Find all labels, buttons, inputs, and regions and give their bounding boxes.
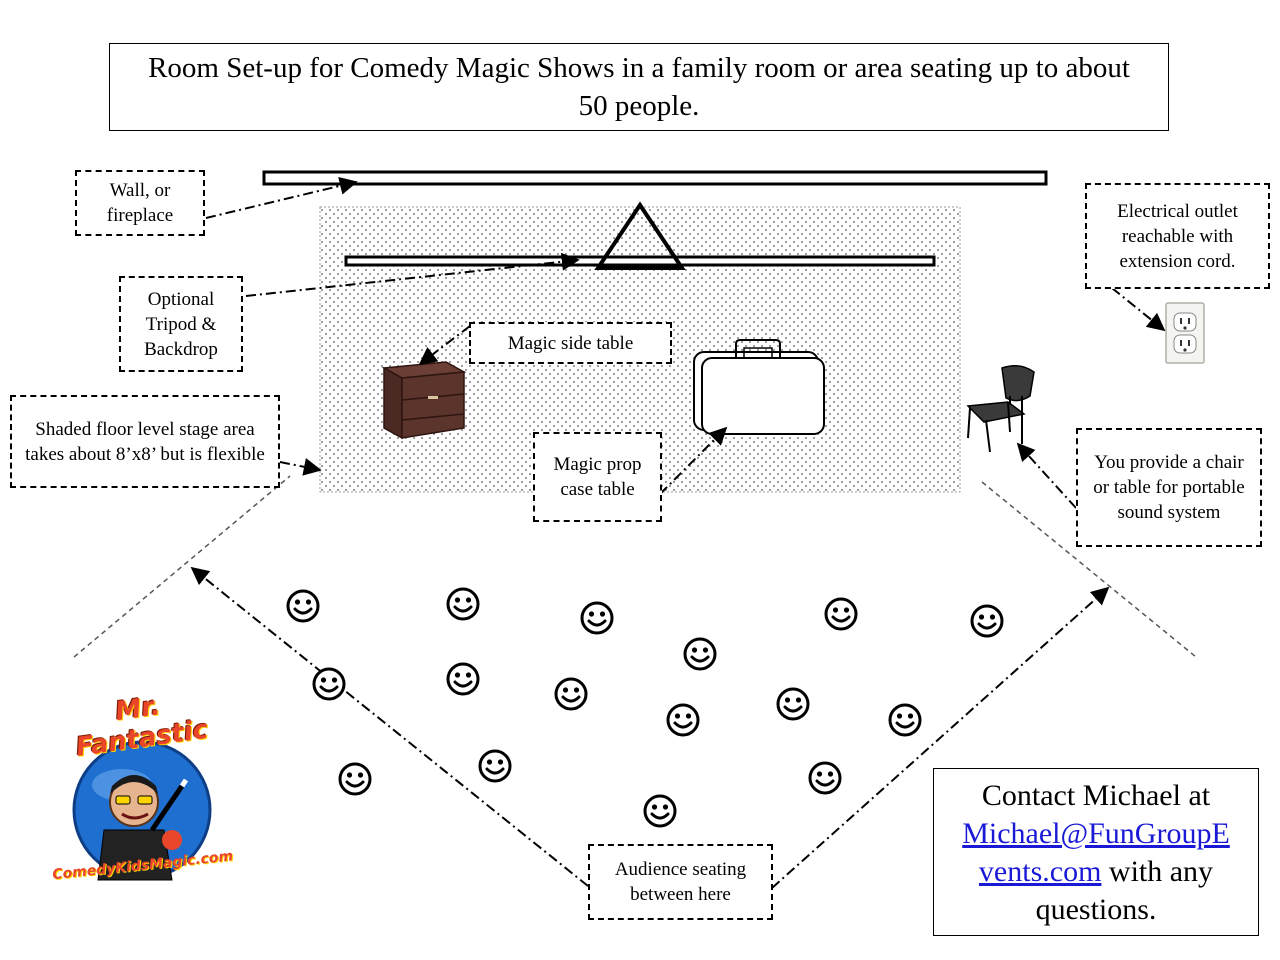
tripod-triangle [594,201,686,270]
audience-boundary-right [981,481,1197,658]
arrow-audience-right [771,586,1110,889]
label-stage: Shaded floor level stage area takes abou… [10,395,280,488]
label-side-table-text: Magic side table [507,332,634,354]
nightstand-icon [381,361,467,440]
contact-suffix: with any questions. [1035,855,1214,926]
smiley-icon [824,597,858,631]
wall [262,170,1048,186]
smiley-icon [888,703,922,737]
arrow-outlet [1111,287,1166,332]
label-sound: You provide a chair or table for portabl… [1076,428,1262,547]
label-outlet: Electrical outlet reachable with extensi… [1085,183,1270,289]
arrow-prop-case [659,426,728,495]
smiley-icon [338,762,372,796]
label-wall: Wall, or fireplace [75,170,205,236]
logo-art [72,740,212,881]
contact-email-line2: vents.com [978,855,1102,888]
label-wall-text: Wall, or fireplace [106,180,174,226]
smiley-icon [446,587,480,621]
smiley-icon [970,604,1004,638]
backdrop-bar [344,255,936,267]
smiley-icon [478,749,512,783]
smiley-icon [643,794,677,828]
label-audience-text: Audience seating between here [614,859,747,905]
outlet-icon [1165,302,1205,364]
label-sound-text: You provide a chair or table for portabl… [1093,452,1245,523]
smiley-icon [580,601,614,635]
chair-icon [966,365,1035,453]
smiley-icon [554,677,588,711]
smiley-icon [446,662,480,696]
label-outlet-text: Electrical outlet reachable with extensi… [1117,200,1238,272]
page-title-text: Room Set-up for Comedy Magic Shows in a … [148,52,1130,122]
label-tripod: Optional Tripod & Backdrop [119,276,243,372]
label-tripod-text: Optional Tripod & Backdrop [144,288,218,360]
smiley-icon [808,761,842,795]
contact-box: Contact Michael at Michael@FunGroupE vent… [933,768,1259,936]
suitcase-icon [693,339,825,435]
audience-boundary-left [73,475,291,658]
label-audience: Audience seating between here [588,844,773,920]
contact-email-link[interactable]: Michael@FunGroupE vents.com [962,817,1230,888]
label-side-table: Magic side table [469,322,672,364]
smiley-icon [776,687,810,721]
label-prop-case: Magic prop case table [533,432,662,522]
smiley-icon [286,589,320,623]
smiley-icon [683,637,717,671]
page-title: Room Set-up for Comedy Magic Shows in a … [109,43,1169,131]
logo: Mr. Fantastic ComedyKidsMagic.com [52,690,234,904]
smiley-icon [666,703,700,737]
label-prop-case-text: Magic prop case table [553,454,642,500]
arrow-wall [205,177,358,219]
contact-prefix: Contact Michael at [981,779,1211,812]
label-stage-text: Shaded floor level stage area takes abou… [25,418,265,465]
arrow-audience-left [190,566,589,887]
smiley-icon [312,667,346,701]
arrow-stage [279,457,322,476]
contact-email-line1: Michael@FunGroupE [962,817,1230,850]
arrow-sound [1016,442,1077,509]
arrow-tripod [245,252,580,297]
